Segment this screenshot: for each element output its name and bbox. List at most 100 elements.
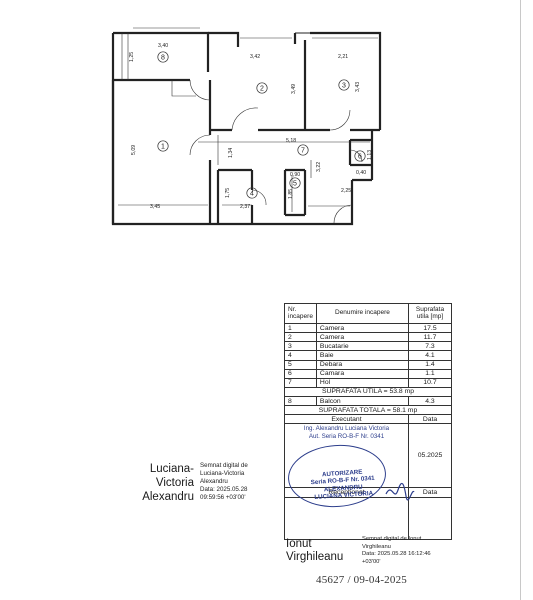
row-nr: 4 (284, 350, 317, 361)
dim-balcony-depth: 1,25 (129, 52, 135, 62)
room-number-2: 2 (260, 86, 264, 93)
row-name: Camara (315, 368, 410, 379)
signer1-name-line: Luciana- (149, 463, 194, 475)
row-nr: 2 (284, 332, 317, 343)
row-area: 1.1 (408, 368, 452, 379)
dim-room2-width: 3,42 (250, 54, 260, 60)
signer2-detail-line: Semnat digital de Ionut (362, 536, 422, 542)
room-number-3: 3 (342, 83, 346, 90)
row-nr: 3 (284, 341, 317, 352)
dim-hall-width: 1,34 (228, 148, 234, 158)
dim-bath-width: 2,37 (240, 204, 250, 210)
document-reference: 45627 / 09-04-2025 (316, 574, 407, 586)
room-number-6: 6 (358, 154, 362, 161)
table-header-row: Nr. incapere Denumire incapere Suprafata… (284, 303, 452, 324)
receptionist-header-row: Receptionat Data (284, 487, 452, 498)
header-area: Suprafata utila [mp] (408, 303, 452, 324)
row-area: 7.3 (408, 341, 452, 352)
receptionist-cell (284, 496, 409, 540)
dim-bath-depth: 1,75 (225, 188, 231, 198)
signer1-detail-line: Data: 2025.05.28 (200, 486, 248, 493)
row-name: Hol (315, 377, 410, 388)
header-name: Denumire incapere (315, 303, 410, 324)
page-edge-right (520, 0, 521, 600)
dim-room3-depth: 3,43 (355, 82, 361, 92)
signer1-name-line: Victoria (155, 477, 194, 489)
receptionist-date-label: Data (408, 487, 452, 498)
dim-camara-depth: 1,13 (367, 150, 373, 160)
date-label: Data (408, 414, 452, 425)
dim-balcony-width: 3,40 (158, 43, 168, 49)
handwritten-signature-icon (385, 482, 415, 501)
row-area: 11.7 (408, 332, 452, 343)
executant-date: 05.2025 (408, 423, 452, 489)
dim-room1-width: 3,45 (150, 204, 160, 210)
row-nr: 8 (284, 395, 317, 407)
executant-header-row: Executant Data (284, 414, 452, 425)
room-number-4: 4 (250, 191, 254, 198)
room-number-5: 5 (293, 181, 297, 188)
row-area: 17.5 (408, 322, 452, 334)
row-name: Bucatarie (315, 341, 410, 352)
dim-hall-depth: 3,22 (316, 162, 322, 172)
signer2-name: Ionut Virghileanu (286, 538, 356, 564)
receptionist-row (284, 496, 452, 540)
row-name: Camera (315, 322, 410, 334)
room-number-8: 8 (161, 55, 165, 62)
executant-name: Ing. Alexandru Luciana Victoria (303, 424, 390, 432)
row-area: 10.7 (408, 377, 452, 388)
row-name: Baie (315, 350, 410, 361)
row-nr: 5 (284, 359, 317, 370)
executant-authorization: Aut. Seria RO-B-F Nr. 0341 (308, 432, 385, 440)
dim-room2-depth: 3,49 (291, 84, 297, 94)
grand-total-row: SUPRAFATA TOTALA = 58.1 mp (284, 405, 452, 416)
executant-cell: Ing. Alexandru Luciana Victoria Aut. Ser… (284, 423, 409, 489)
dim-room1-depth: 5,09 (131, 145, 137, 155)
executant-label: Executant (284, 414, 409, 425)
signer2-detail-line: Data: 2025.05.28 16:12:46 (362, 551, 431, 558)
dim-debara-depth: 1,85 (288, 189, 294, 199)
room-number-7: 7 (301, 148, 305, 155)
signer1-detail-line: Luciana-Victoria (200, 470, 245, 477)
row-nr: 7 (284, 377, 317, 388)
rooms-table: Nr. incapere Denumire incapere Suprafata… (284, 303, 452, 540)
dim-entrance-width: 2,25 (341, 188, 351, 194)
row-name: Debara (315, 359, 410, 370)
signer1-detail-line: 09:59:56 +03'00' (200, 494, 246, 501)
signer1-name-line: Alexandru (142, 491, 194, 503)
row-nr: 1 (284, 322, 317, 334)
signer1-detail-line: Semnat digital de (200, 462, 248, 469)
signer2-detail-line: +03'00' (362, 558, 381, 565)
header-nr: Nr. incapere (284, 303, 317, 324)
useful-total: SUPRAFATA UTILA = 53.8 mp (284, 386, 452, 398)
row-area: 4.1 (408, 350, 452, 361)
signer2-detail-line: Virghileanu (362, 543, 391, 550)
grand-total: SUPRAFATA TOTALA = 58.1 mp (284, 405, 452, 416)
signer1-details: Semnat digital de Luciana-Victoria Alexa… (200, 462, 280, 502)
stamp-text: AUTORIZARE Seria RO-B-F Nr. 0341 ALEXAND… (299, 467, 387, 503)
dim-room3-width: 2,21 (338, 54, 348, 60)
row-name: Balcon (315, 395, 410, 407)
row-area: 1.4 (408, 359, 452, 370)
row-area: 4.3 (408, 395, 452, 407)
useful-total-row: SUPRAFATA UTILA = 53.8 mp (284, 386, 452, 398)
signer2-name-line: Ionut (286, 538, 312, 550)
receptionist-date-cell (408, 496, 452, 540)
signer1-name: Luciana- Victoria Alexandru (118, 462, 194, 504)
dim-camara-width: 0,40 (356, 170, 366, 176)
room-number-1: 1 (161, 144, 165, 151)
executant-row: Ing. Alexandru Luciana Victoria Aut. Ser… (284, 423, 452, 489)
dim-debara-width: 0,90 (290, 172, 300, 178)
signer2-details: Semnat digital de Ionut Virghileanu Data… (362, 536, 454, 566)
row-nr: 6 (284, 368, 317, 379)
floor-plan: 8 1 2 3 4 5 6 7 3,40 1,25 3,42 2,21 3,43… (111, 27, 382, 226)
signer1-detail-line: Alexandru (200, 478, 228, 485)
